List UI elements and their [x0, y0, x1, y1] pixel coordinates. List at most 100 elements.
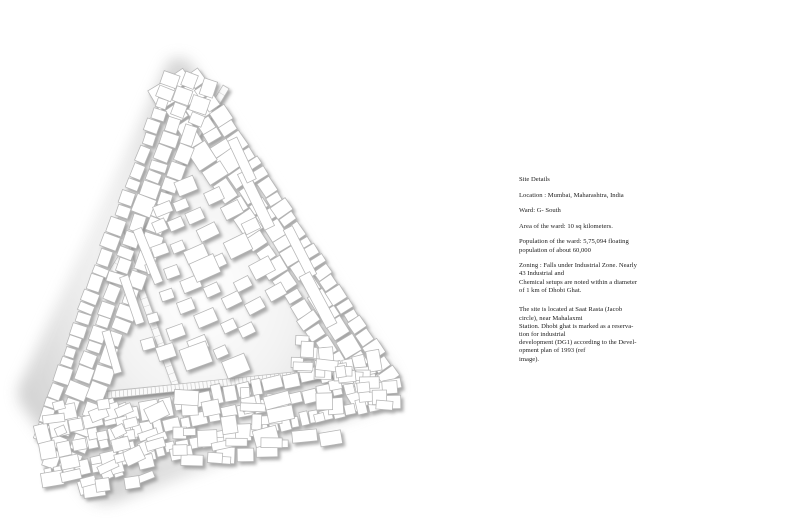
building-block — [237, 321, 257, 339]
building-block — [32, 422, 52, 445]
building-block — [283, 287, 303, 305]
building-block — [145, 311, 161, 325]
site-plan-figure — [18, 58, 403, 503]
building-block — [132, 226, 164, 286]
building-block — [85, 339, 103, 355]
building-block — [148, 159, 169, 174]
building-block — [195, 221, 221, 243]
detail-location: Location : Mumbai, Maharashtra, India — [519, 191, 624, 199]
building-block — [180, 70, 199, 90]
building-block — [150, 241, 170, 259]
building-block — [143, 399, 171, 425]
building-block — [314, 358, 339, 373]
site-details-heading: Site Details — [519, 176, 550, 183]
building-block — [295, 309, 321, 332]
building-block — [202, 126, 223, 145]
detail-population: Population of the ward: 5,75,094 floatin… — [519, 238, 629, 254]
building-block — [165, 322, 187, 342]
building-block — [170, 101, 188, 119]
building-block — [110, 316, 132, 335]
building-block — [318, 429, 344, 448]
building-block — [298, 410, 311, 427]
building-block — [221, 352, 251, 380]
building-block — [119, 274, 145, 326]
building-block — [51, 399, 66, 412]
building-block — [188, 253, 222, 283]
building-block — [173, 174, 199, 198]
building-block — [46, 382, 65, 402]
building-block — [188, 94, 211, 116]
building-block — [139, 336, 157, 352]
building-block — [278, 210, 297, 228]
building-block — [300, 340, 315, 359]
building-block — [212, 344, 230, 360]
building-block — [171, 85, 194, 107]
building-block — [318, 273, 338, 293]
building-block — [200, 398, 222, 418]
building-block — [375, 399, 394, 411]
site-details-panel: Site Details Location : Mumbai, Maharash… — [519, 176, 691, 364]
building-block — [265, 191, 283, 208]
detail-zoning: Zoning : Falls under Industrial Zone. Ne… — [519, 262, 638, 294]
building-block — [178, 340, 214, 372]
building-block — [66, 334, 83, 349]
building-block — [243, 295, 267, 317]
building-block — [144, 169, 163, 185]
building-block — [116, 245, 135, 262]
building-block — [202, 281, 222, 299]
building-block — [356, 381, 371, 394]
building-block — [315, 392, 334, 411]
building-block — [232, 274, 254, 294]
building-block — [52, 364, 74, 386]
building-block — [262, 390, 292, 411]
building-block — [74, 311, 93, 326]
building-block — [110, 435, 132, 453]
building-block — [53, 424, 68, 438]
building-block — [154, 97, 169, 111]
detail-area: Area of the ward: 10 sq kilometers. — [519, 222, 613, 230]
building-block — [186, 139, 218, 172]
building-block — [335, 298, 354, 315]
building-block — [69, 322, 88, 340]
detail-location-description: The site is located at Saat Rasta (Jacob… — [519, 306, 637, 363]
building-block — [184, 206, 206, 226]
building-block — [85, 380, 109, 404]
building-block — [269, 197, 294, 221]
building-block — [76, 300, 96, 316]
building-block — [201, 160, 229, 186]
building-block — [122, 416, 139, 430]
building-blocks — [32, 67, 403, 499]
building-block — [123, 475, 141, 490]
building-block — [151, 217, 169, 235]
building-block — [365, 348, 383, 373]
building-block — [144, 436, 167, 452]
building-block — [95, 247, 114, 268]
building-block — [63, 346, 77, 360]
building-block — [163, 115, 182, 135]
building-block — [73, 363, 96, 385]
building-block — [240, 216, 262, 236]
building-block — [85, 272, 105, 294]
building-block — [96, 398, 111, 411]
building-block — [260, 437, 283, 449]
building-block — [335, 332, 363, 360]
building-block — [114, 203, 132, 220]
building-block — [227, 136, 257, 184]
building-block — [180, 454, 204, 467]
building-block — [173, 388, 200, 407]
building-block — [59, 453, 81, 471]
building-block — [324, 283, 348, 307]
building-block — [169, 239, 187, 255]
building-block — [334, 365, 347, 379]
building-block — [343, 402, 357, 416]
building-block — [175, 297, 197, 315]
building-block — [292, 361, 314, 372]
building-block — [265, 404, 295, 424]
building-block — [78, 350, 98, 370]
building-block — [158, 130, 180, 149]
building-block — [346, 314, 368, 335]
building-block — [110, 422, 128, 440]
building-block — [312, 262, 333, 282]
building-block — [251, 413, 263, 431]
building-block — [71, 437, 88, 452]
